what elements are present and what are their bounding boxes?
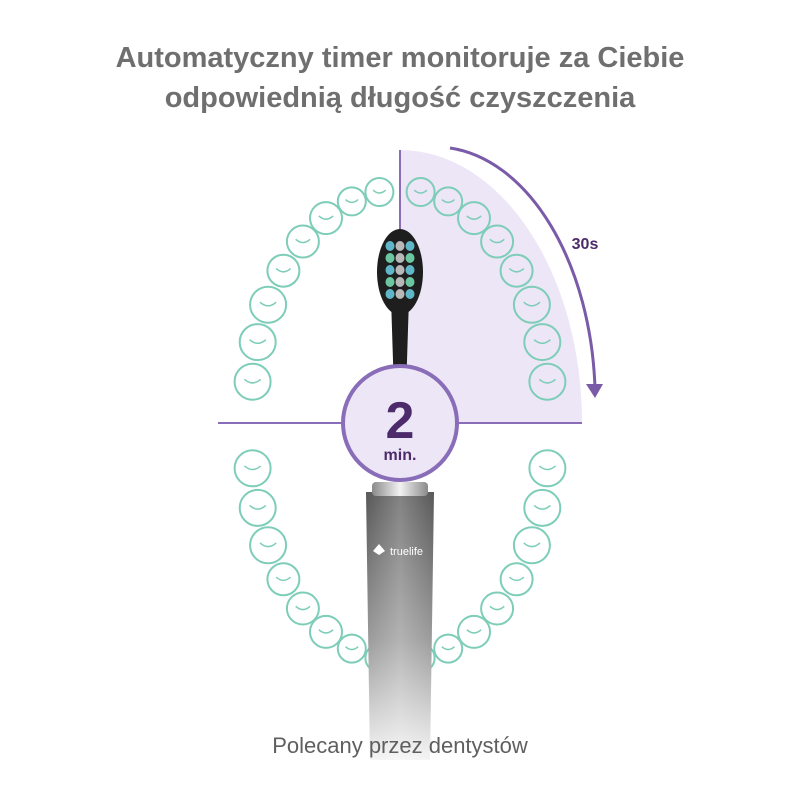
brand-logo: truelife — [373, 544, 423, 558]
tooth — [285, 224, 320, 259]
tooth — [285, 591, 320, 626]
tooth — [480, 591, 515, 626]
bristle-tuft — [385, 289, 395, 299]
timer-value: 2 — [386, 392, 415, 450]
tooth — [528, 362, 567, 401]
bristle-tuft — [395, 253, 405, 263]
tooth — [457, 614, 491, 649]
tooth — [523, 323, 562, 362]
tooth — [512, 526, 551, 565]
leaf-icon — [373, 544, 385, 555]
bristle-tuft — [405, 241, 415, 251]
tooth — [336, 186, 367, 217]
bristle-tuft — [395, 277, 405, 287]
bristle-tuft — [385, 241, 395, 251]
quadrant-time-label: 30s — [572, 236, 599, 253]
bristle-tuft — [395, 241, 405, 251]
tooth — [364, 177, 395, 207]
tooth — [512, 285, 551, 324]
bristle-tuft — [405, 289, 415, 299]
bristle-tuft — [385, 265, 395, 275]
tooth — [499, 253, 534, 288]
timer-unit: min. — [384, 447, 417, 464]
tooth — [249, 526, 288, 565]
tooth — [266, 253, 301, 288]
toothbrush-handle — [366, 482, 434, 760]
timer-badge: 2 min. — [341, 364, 459, 482]
bristle-tuft — [405, 265, 415, 275]
headline-line-1: Automatyczny timer monitoruje za Ciebie — [115, 42, 685, 74]
bristle-tuft — [385, 277, 395, 287]
tooth — [309, 201, 343, 236]
arrow-head-icon — [586, 384, 603, 398]
bristle-tuft — [395, 289, 405, 299]
timer-circle — [341, 364, 459, 482]
teeth-arch — [233, 177, 567, 673]
tooth — [233, 362, 272, 401]
highlighted-quadrant — [400, 150, 582, 423]
tooth — [433, 186, 464, 217]
tooth — [499, 562, 534, 597]
tooth — [266, 562, 301, 597]
timer-arc-arrow — [449, 146, 597, 389]
brush-head — [377, 229, 423, 315]
tooth — [405, 177, 436, 207]
tooth — [249, 285, 288, 324]
tooth — [528, 449, 567, 488]
tooth — [238, 323, 277, 362]
headline: Automatyczny timer monitoruje za Ciebie … — [0, 38, 800, 118]
footer-caption: Polecany przez dentystów — [272, 733, 528, 758]
tooth — [309, 614, 343, 649]
bristle-tuft — [405, 277, 415, 287]
tooth — [336, 633, 367, 664]
tooth — [433, 633, 464, 664]
handle-ring — [372, 482, 428, 496]
bristle-tuft — [395, 265, 405, 275]
tooth — [457, 201, 491, 236]
tooth — [523, 488, 562, 527]
svg-text:truelife: truelife — [390, 546, 423, 558]
tooth — [233, 449, 272, 488]
bristle-tuft — [385, 253, 395, 263]
tooth — [480, 224, 515, 259]
bristle-tuft — [405, 253, 415, 263]
headline-line-2: odpowiednią długość czyszczenia — [164, 82, 636, 114]
tooth — [238, 488, 277, 527]
bristles — [385, 241, 415, 299]
